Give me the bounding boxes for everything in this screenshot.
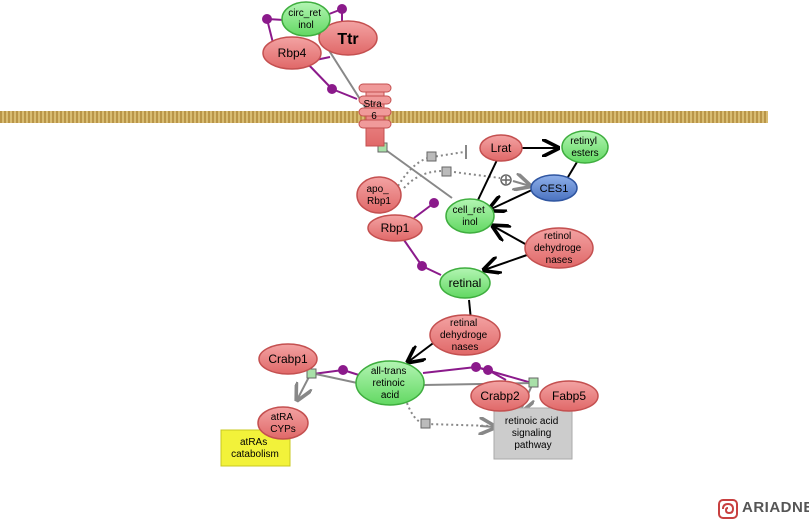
node-apo-rbp1[interactable]: apo_ Rbp1: [356, 176, 402, 214]
svg-text:apo_ Rbp1: apo_ Rbp1: [366, 184, 391, 207]
node-crabp2[interactable]: Crabp2: [470, 380, 530, 412]
stra6-label: Stra 6: [363, 99, 384, 122]
catalysis-plus-icon: [500, 174, 512, 186]
svg-text:all-trans retinoic: all-trans retinoic acid: [371, 366, 409, 401]
svg-text:retinol dehydroge: retinol dehydroge nases: [534, 231, 584, 266]
node-retinol-dehydrogenases[interactable]: retinol dehydroge nases: [524, 227, 594, 269]
dotted-arrow-signal: [480, 426, 495, 427]
stra6-receptor: Stra 6: [358, 83, 392, 147]
svg-text:circ_ret inol: circ_ret inol: [288, 8, 324, 31]
node-all-trans-retinoic-acid[interactable]: all-trans retinoic acid: [355, 360, 425, 406]
svg-text:Rbp4: Rbp4: [278, 46, 307, 60]
process-squares: [306, 142, 539, 429]
svg-text:retinal: retinal: [449, 276, 482, 290]
svg-text:atRAs catabolism: atRAs catabolism: [231, 437, 279, 460]
retinoic-acid-signaling-pathway-box[interactable]: retinoic acid signaling pathway: [493, 407, 573, 460]
node-cell-retinol[interactable]: cell_ret inol: [445, 198, 495, 234]
svg-text:Crabp2: Crabp2: [480, 389, 520, 403]
node-rbp4[interactable]: Rbp4: [262, 36, 322, 70]
svg-text:Lrat: Lrat: [491, 141, 512, 155]
ariadne-logo-icon: [718, 499, 738, 519]
svg-text:Fabp5: Fabp5: [552, 389, 586, 403]
svg-text:retinal dehydroge: retinal dehydroge nases: [440, 318, 490, 353]
svg-text:Ttr: Ttr: [337, 31, 358, 48]
svg-text:retinoic acid signaling: retinoic acid signaling pathway: [505, 416, 561, 451]
node-retinal[interactable]: retinal: [439, 267, 491, 299]
svg-text:atRA CYPs: atRA CYPs: [270, 412, 296, 435]
dotted-arrow-tip: [513, 181, 530, 186]
svg-text:cell_ret inol: cell_ret inol: [452, 205, 487, 228]
node-ces1[interactable]: CES1: [530, 174, 578, 202]
node-retinal-dehydrogenases[interactable]: retinal dehydroge nases: [429, 314, 501, 356]
node-fabp5[interactable]: Fabp5: [539, 380, 599, 412]
svg-text:Rbp1: Rbp1: [381, 221, 410, 235]
node-crabp1[interactable]: Crabp1: [258, 343, 318, 375]
node-atra-cyps[interactable]: atRA CYPs: [257, 406, 309, 440]
node-retinyl-esters[interactable]: retinyl esters: [561, 130, 609, 164]
atras-catabolism-box[interactable]: atRAs catabolism: [220, 429, 291, 467]
node-lrat[interactable]: Lrat: [479, 134, 523, 162]
svg-text:retinyl esters: retinyl esters: [570, 136, 599, 159]
node-ttr[interactable]: Ttr: [318, 20, 378, 56]
node-rbp1[interactable]: Rbp1: [367, 214, 423, 242]
binding-dots: [262, 4, 493, 375]
svg-text:Crabp1: Crabp1: [268, 352, 308, 366]
node-circ-retinol[interactable]: circ_ret inol: [281, 1, 331, 37]
svg-text:CES1: CES1: [540, 183, 569, 195]
ariadne-logo-text: ARIADNE: [742, 499, 809, 516]
